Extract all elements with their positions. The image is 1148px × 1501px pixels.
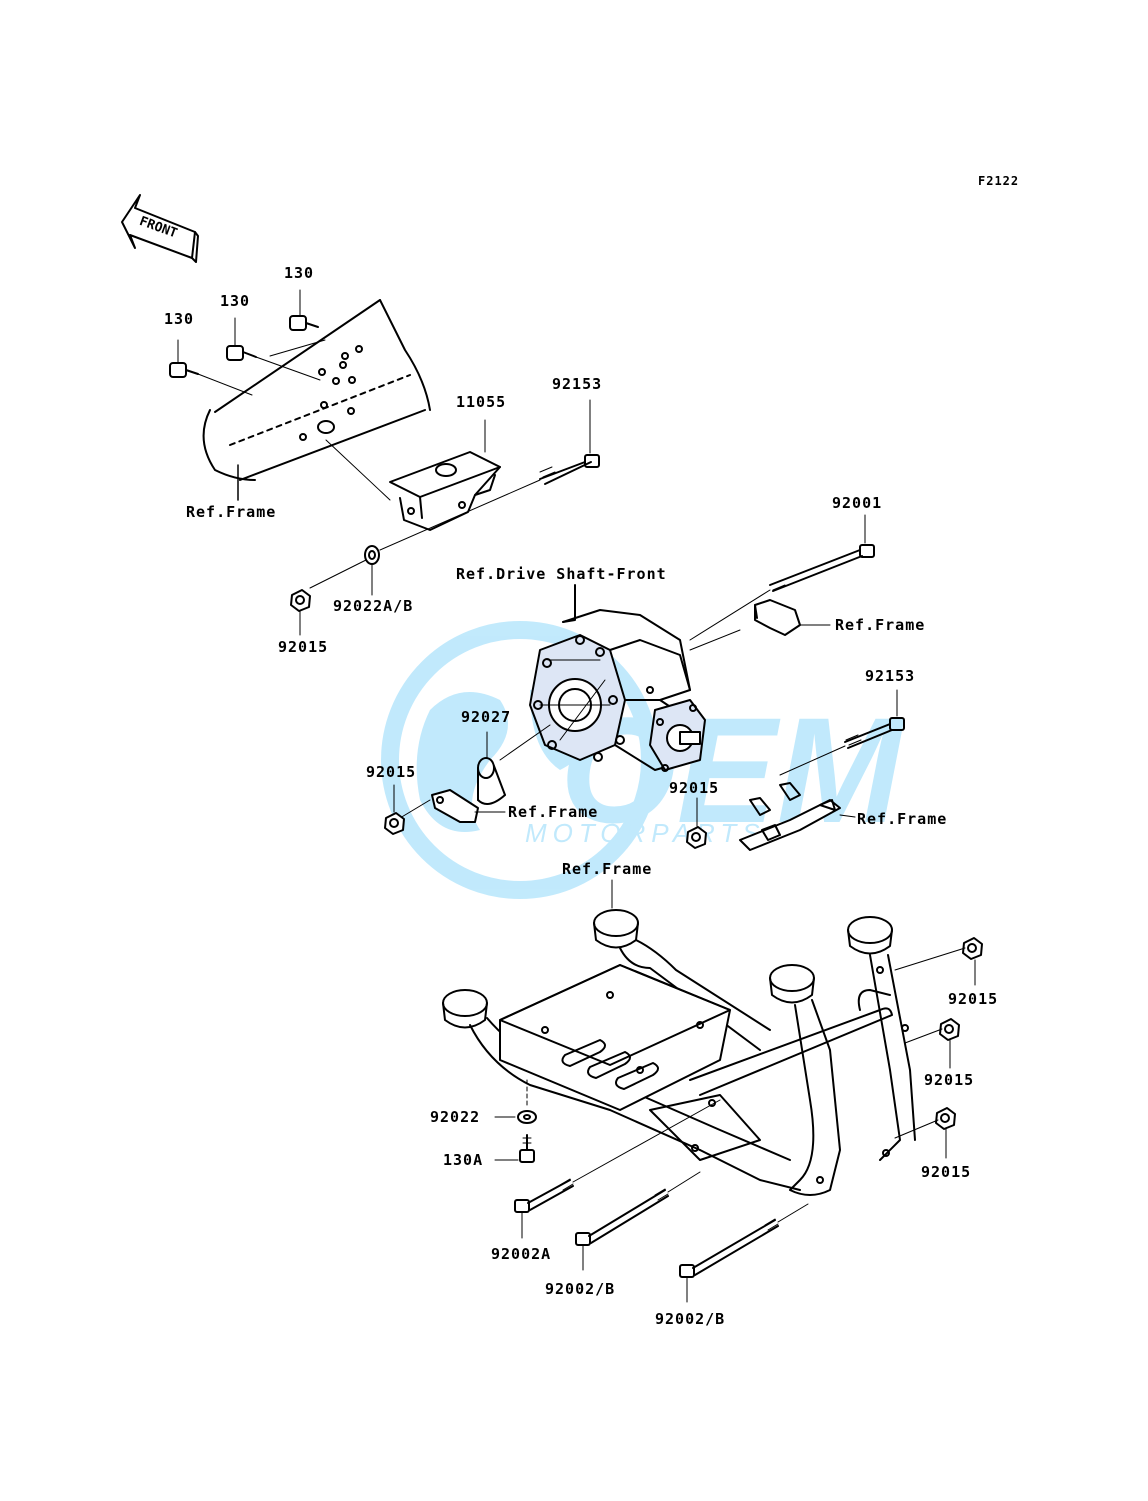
nut-92015-r2-icon — [904, 1018, 960, 1069]
label-washer-92022: 92022 — [430, 1108, 481, 1126]
front-differential-icon — [529, 584, 741, 772]
bolt-92153-top-icon — [379, 399, 600, 551]
watermark-logo: OEM MOTORPARTS — [381, 621, 905, 899]
bolt-92002a-icon — [514, 1099, 721, 1239]
label-ref-frame-mid-left: Ref.Frame — [508, 803, 599, 821]
lower-frame-icon — [442, 879, 916, 1196]
bracket-11055-icon — [325, 419, 501, 531]
nut-92015-icon — [290, 589, 311, 636]
label-nut-92015-r2: 92015 — [924, 1071, 975, 1089]
label-nut-92015-mid-right: 92015 — [669, 779, 720, 797]
washer-92022ab-icon — [309, 545, 380, 596]
label-ref-frame-top-left: Ref.Frame — [186, 503, 277, 521]
bolt-92001-icon — [689, 514, 875, 641]
label-ref-frame-mid-right: Ref.Frame — [857, 810, 948, 828]
label-bolt-92153-right: 92153 — [865, 667, 916, 685]
label-bolt-92002b-2: 92002/B — [655, 1310, 726, 1328]
bolt-92002b-2-icon — [679, 1203, 809, 1303]
label-nut-92015-mid-left: 92015 — [366, 763, 417, 781]
bolt-92002b-1-icon — [575, 1171, 701, 1271]
label-bolt-92001: 92001 — [832, 494, 883, 512]
label-bolt-92002a: 92002A — [491, 1245, 552, 1263]
collar-92027-icon — [477, 724, 551, 805]
mount-bracket-left-icon — [399, 789, 506, 823]
label-bolt-130-a: 130 — [284, 264, 315, 282]
nut-92015-mid-left-icon — [384, 784, 405, 835]
upper-frame-section — [202, 299, 431, 501]
nut-92015-r3-icon — [894, 1107, 956, 1159]
watermark-sub: MOTORPARTS — [525, 818, 766, 848]
label-bolt-92002b-1: 92002/B — [545, 1280, 616, 1298]
label-collar-92027: 92027 — [461, 708, 512, 726]
label-nut-92015-r1: 92015 — [948, 990, 999, 1008]
label-ref-frame-right-top: Ref.Frame — [835, 616, 926, 634]
bolt-130a-icon — [494, 1134, 535, 1163]
nut-92015-r1-icon — [894, 937, 983, 986]
bolt-92153-right-icon — [779, 689, 905, 776]
mount-bracket-right-top-icon — [754, 599, 831, 636]
label-bracket-11055: 11055 — [456, 393, 507, 411]
diagram-code: F2122 — [978, 174, 1020, 188]
label-ref-frame-lower: Ref.Frame — [562, 860, 653, 878]
label-bolt-130-b: 130 — [220, 292, 251, 310]
front-arrow-icon: FRONT — [121, 194, 199, 263]
mount-bracket-right-mid-icon — [739, 782, 856, 851]
label-nut-92015-left-top: 92015 — [278, 638, 329, 656]
washer-92022-icon — [494, 1079, 537, 1124]
label-ref-drive-shaft-front: Ref.Drive Shaft-Front — [456, 565, 667, 583]
label-bolt-130-c: 130 — [164, 310, 195, 328]
label-bolt-130a: 130A — [443, 1151, 484, 1169]
bolt-130-icon — [169, 289, 326, 396]
label-bolt-92153-top: 92153 — [552, 375, 603, 393]
label-nut-92015-r3: 92015 — [921, 1163, 972, 1181]
label-washer-92022ab: 92022A/B — [333, 597, 414, 615]
nut-92015-mid-right-icon — [686, 797, 707, 849]
